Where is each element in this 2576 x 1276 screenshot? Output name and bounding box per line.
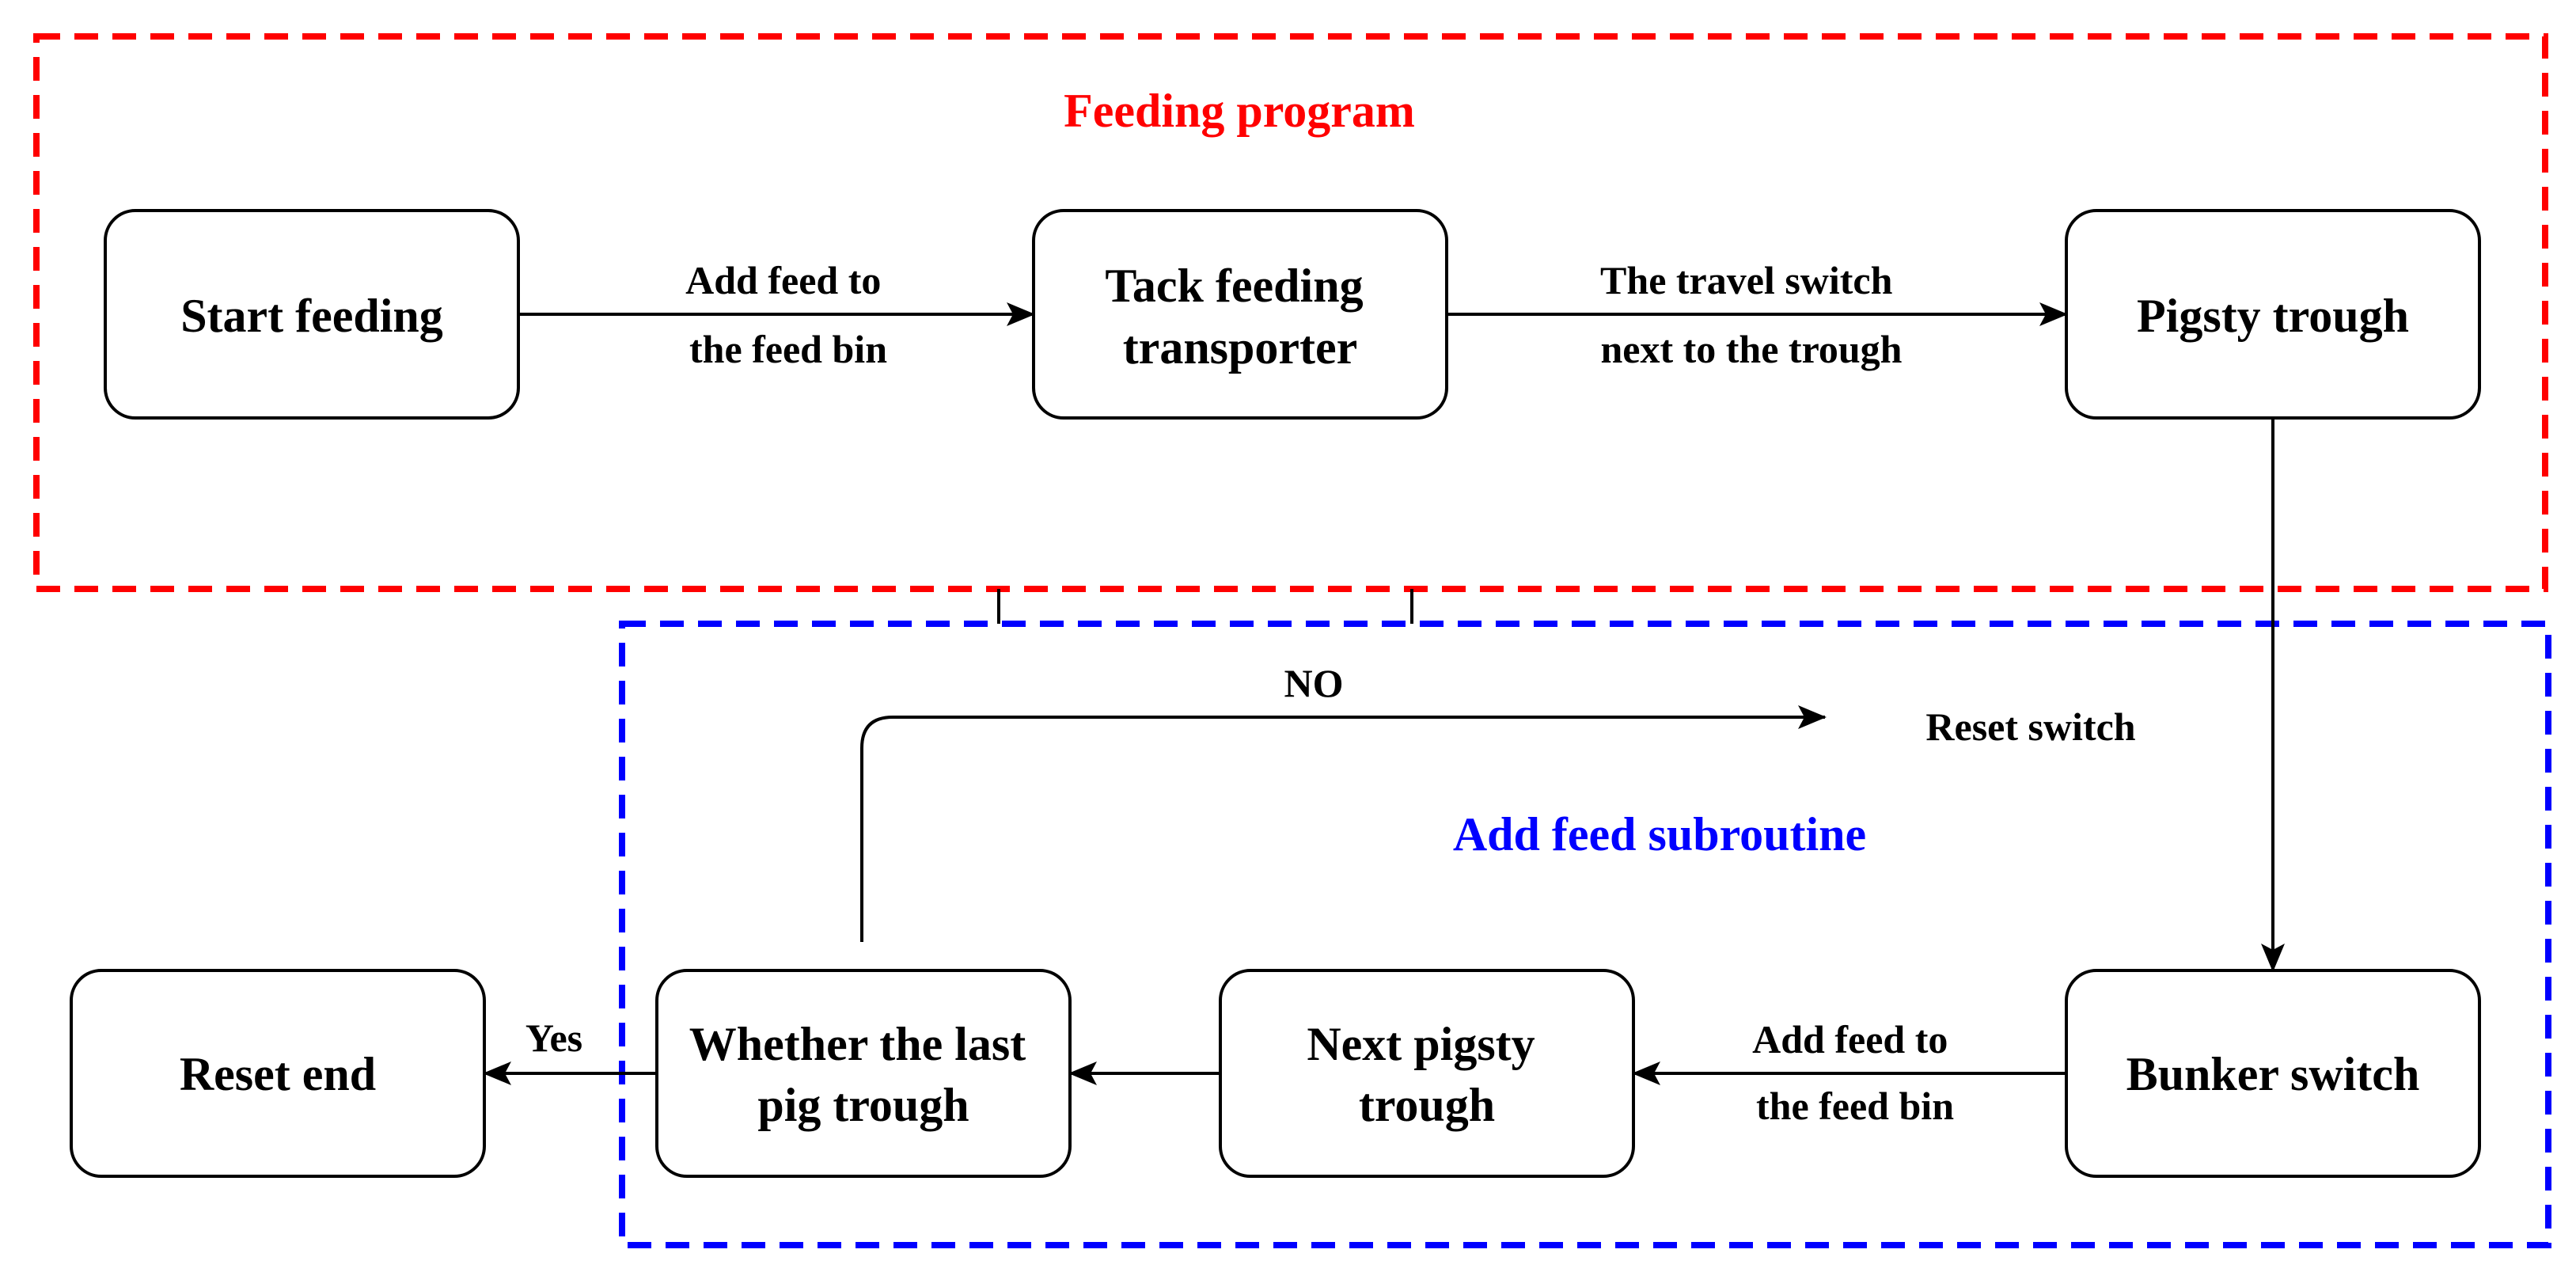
node-bunker-switch: Bunker switch (2065, 969, 2481, 1178)
edge-label-no: NO (1284, 661, 1344, 705)
node-pigsty-trough: Pigsty trough (2065, 209, 2481, 420)
node-start-feeding: Start feeding (104, 209, 520, 420)
node-label-line: Tack feeding (1105, 260, 1363, 312)
edge-label-line: The travel switch (1600, 258, 1893, 302)
node-label-line: transporter (1123, 321, 1358, 374)
feeding-program-frame (33, 33, 2548, 592)
add-feed-subroutine-frame (619, 621, 2551, 1248)
node-reset-end: Reset end (70, 969, 486, 1178)
edge-label-line: the feed bin (1756, 1084, 1954, 1128)
node-label-line: Bunker switch (2126, 1048, 2420, 1100)
node-next-pigsty-trough: Next pigsty trough (1219, 969, 1635, 1178)
edge-label-yes: Yes (525, 1016, 582, 1060)
edge-label-add-feed-top: Add feed to the feed bin (685, 258, 891, 371)
node-label-line: Whether the last (689, 1018, 1026, 1070)
edge-label-line: the feed bin (689, 327, 887, 371)
edge-label-line: Add feed to (1752, 1017, 1948, 1061)
node-label-line: trough (1359, 1079, 1495, 1131)
svg-text:Whether the last pig tro: Whether the last pig trough (689, 1018, 1038, 1131)
node-tack-feeding-transporter: Tack feeding transporter (1032, 209, 1448, 420)
feeding-program-title: Feeding program (1064, 85, 1415, 137)
node-whether-last-pig-trough: Whether the last pig trough (655, 969, 1072, 1178)
edge-no-loop (860, 705, 1827, 942)
svg-text:Next pigsty trough: Next pigsty trough (1307, 1018, 1546, 1131)
node-label-line: Start feeding (180, 290, 443, 342)
node-label-line: Reset end (180, 1048, 376, 1100)
reset-switch-label: Reset switch (1925, 704, 2135, 749)
svg-text:Start feeding: Start feeding (180, 290, 443, 342)
node-label-line: Pigsty trough (2137, 290, 2409, 342)
node-label-line: pig trough (757, 1079, 969, 1131)
svg-text:Pigsty trough: Pigsty trough (2137, 290, 2409, 342)
edge-label-line: next to the trough (1600, 327, 1902, 371)
svg-text:Reset end: Reset end (180, 1048, 376, 1100)
edge-label-add-feed-bottom: Add feed to the feed bin (1752, 1017, 1958, 1128)
svg-text:Bunker switch: Bunker switch (2126, 1048, 2420, 1100)
add-feed-subroutine-title: Add feed subroutine (1453, 808, 1866, 860)
edge-label-travel-switch: The travel switch next to the trough (1600, 258, 1903, 371)
edge-label-line: Add feed to (685, 258, 881, 302)
svg-text:Tack feeding transporter: Tack feeding transporter (1105, 260, 1375, 374)
node-label-line: Next pigsty (1307, 1018, 1535, 1070)
